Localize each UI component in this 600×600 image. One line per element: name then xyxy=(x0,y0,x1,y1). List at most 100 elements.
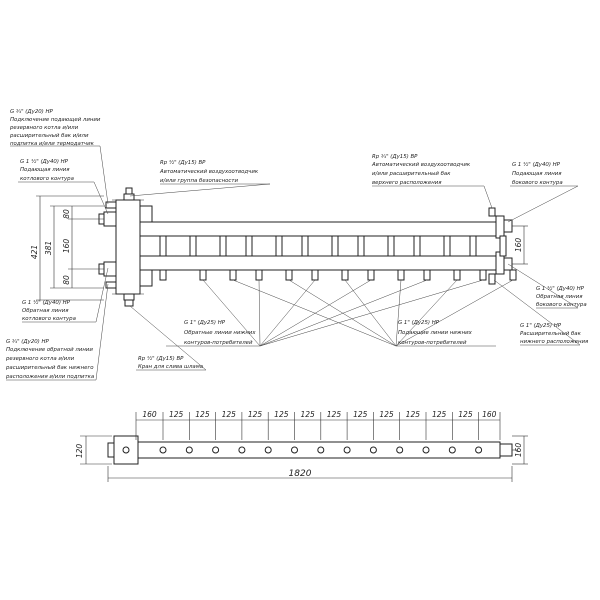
svg-text:верхнего расположения: верхнего расположения xyxy=(372,180,442,186)
connector-bottom-return-4 xyxy=(397,269,405,281)
svg-text:подпитка и/или термодатчик: подпитка и/или термодатчик xyxy=(10,141,95,147)
dim-plan-pitch: 125 xyxy=(406,410,421,419)
callout-return-boiler: G 1 ½" (Ду40) НР Обратная линия котловог… xyxy=(22,299,76,322)
consumer-connectors xyxy=(159,235,517,281)
front-dimensions: 421 381 80 160 80 160 xyxy=(30,195,528,301)
dim-plan-pitch: 125 xyxy=(169,410,184,419)
body-air-vent xyxy=(125,187,133,195)
svg-text:Подающие линии нижних: Подающие линии нижних xyxy=(398,330,473,336)
dim-plan-pitch: 125 xyxy=(248,410,263,419)
dim-plan-pitch: 125 xyxy=(327,410,342,419)
dim-plan-first: 160 xyxy=(142,410,157,419)
dim-plan-pitch: 125 xyxy=(379,410,394,419)
plan-hole-7 xyxy=(317,446,325,454)
connector-return-4 xyxy=(387,235,395,257)
svg-text:расширительный бак и/или: расширительный бак и/или xyxy=(9,133,89,139)
dim-plan-pitch: 125 xyxy=(274,410,289,419)
callout-supply-boiler: G 1 ½" (Ду40) НР Подающая линия котловог… xyxy=(20,158,74,182)
svg-text:нижнего расположения: нижнего расположения xyxy=(520,339,589,345)
plan-hole-2 xyxy=(185,446,193,454)
callout-return-right: G 1 ½" (Ду40) НР Обратная линия бокового… xyxy=(536,285,587,308)
plan-hole-13 xyxy=(475,446,483,454)
dim-plan-width: 120 xyxy=(75,444,84,459)
callout-supply-consumers: G 1" (Ду25) НР Подающие линии нижних кон… xyxy=(398,320,473,346)
return-header xyxy=(139,255,501,271)
dim-plan-total: 1820 xyxy=(289,469,312,479)
connector-bottom-supply-5 xyxy=(423,269,431,281)
svg-text:Кран для слива шлама: Кран для слива шлама xyxy=(138,364,203,370)
connector-bottom-return-3 xyxy=(341,269,349,281)
svg-text:G 1" (Ду25) НР: G 1" (Ду25) НР xyxy=(520,323,562,329)
svg-text:Обратная линия: Обратная линия xyxy=(536,294,583,300)
connector-bottom-return-6 xyxy=(509,269,517,281)
connector-supply-3 xyxy=(301,235,309,257)
plan-hole-4 xyxy=(238,446,246,454)
svg-text:Подающая линия: Подающая линия xyxy=(20,167,70,173)
connector-supply-1 xyxy=(189,235,197,257)
dim-gap-top: 80 xyxy=(62,209,71,219)
dim-plan-right-gap: 160 xyxy=(514,443,523,458)
svg-text:Rp ½" (Ду15) ВР: Rp ½" (Ду15) ВР xyxy=(160,159,206,166)
connector-return-6 xyxy=(499,235,507,257)
callout-expansion-bottom: G 1" (Ду25) НР Расширительный бак нижнег… xyxy=(520,323,589,345)
svg-text:и/или расширительный бак: и/или расширительный бак xyxy=(372,171,451,177)
plan-hole-1 xyxy=(159,446,167,454)
svg-text:G 1" (Ду25) НР: G 1" (Ду25) НР xyxy=(398,320,440,326)
plan-hole-10 xyxy=(396,446,404,454)
plan-hole-9 xyxy=(369,446,377,454)
connector-bottom-supply-6 xyxy=(479,269,487,281)
plan-hole-3 xyxy=(212,446,220,454)
leader-lines xyxy=(6,145,581,381)
top-air-vent-nozzle xyxy=(488,207,496,217)
plan-body-hole xyxy=(122,446,130,454)
separator-top-cap xyxy=(123,193,135,201)
svg-text:Подключение обратной линии: Подключение обратной линии xyxy=(6,347,93,353)
svg-text:Автоматический воздухоотводчик: Автоматический воздухоотводчик xyxy=(371,162,471,168)
connector-supply-5 xyxy=(413,235,421,257)
connector-bottom-return-2 xyxy=(285,269,293,281)
callout-supply-right: G 1 ½" (Ду40) НР Подающая линия бокового… xyxy=(512,161,563,186)
svg-text:расширительный бак нижнего: расширительный бак нижнего xyxy=(5,365,94,371)
callout-drain: Rp ½" (Ду15) ВР Кран для слива шлама xyxy=(138,355,203,370)
plan-left-nozzle xyxy=(107,442,115,458)
dim-plan-pitch: 125 xyxy=(222,410,237,419)
dim-plan-last: 160 xyxy=(482,410,497,419)
svg-text:Обратные линии нижних: Обратные линии нижних xyxy=(184,330,256,336)
dim-gap-bottom: 80 xyxy=(62,275,71,285)
plan-hole-6 xyxy=(291,446,298,454)
svg-text:Автоматический воздухоотводчик: Автоматический воздухоотводчик xyxy=(159,169,259,175)
reserve-supply-nozzle xyxy=(105,201,117,209)
connector-bottom-supply-3 xyxy=(311,269,319,281)
svg-text:G ¾" (Ду20) НР: G ¾" (Ду20) НР xyxy=(6,339,50,345)
svg-text:и/или группа безопасности: и/или группа безопасности xyxy=(160,178,239,184)
svg-text:контуров-потребителей: контуров-потребителей xyxy=(184,340,253,346)
connector-return-3 xyxy=(331,235,339,257)
drain-nozzle xyxy=(124,299,134,307)
supply-header xyxy=(139,221,501,237)
connector-bottom-return-1 xyxy=(229,269,237,281)
callout-return-consumers: G 1" (Ду25) НР Обратные линии нижних кон… xyxy=(184,320,256,346)
svg-text:G 1" (Ду25) НР: G 1" (Ду25) НР xyxy=(184,320,226,326)
front-view xyxy=(98,187,517,307)
svg-text:Подающая линия: Подающая линия xyxy=(512,171,562,177)
callout-air-vent-top: Rp ¾" (Ду15) ВР Автоматический воздухоот… xyxy=(371,154,471,186)
dim-height-inner: 381 xyxy=(44,241,53,255)
svg-text:бокового контура: бокового контура xyxy=(536,302,587,308)
svg-text:резервного котла и/или: резервного котла и/или xyxy=(5,356,75,362)
svg-text:G 1 ½" (Ду40) НР: G 1 ½" (Ду40) НР xyxy=(20,158,69,165)
dim-right-gap: 160 xyxy=(514,238,523,253)
svg-text:Расширительный бак: Расширительный бак xyxy=(520,331,582,337)
plan-hole-11 xyxy=(422,446,430,454)
plan-right-nozzle xyxy=(499,443,513,457)
svg-text:G 1 ½" (Ду40) НР: G 1 ½" (Ду40) НР xyxy=(536,285,585,292)
dim-plan-pitch: 125 xyxy=(432,410,447,419)
dim-plan-pitch: 125 xyxy=(458,410,473,419)
connector-bottom-return-5 xyxy=(453,269,461,281)
connector-return-5 xyxy=(443,235,451,257)
reserve-return-nozzle xyxy=(105,281,117,289)
bottom-expansion-nozzle xyxy=(488,273,496,285)
plan-view xyxy=(107,435,518,465)
svg-text:G ¾" (Ду20) НР: G ¾" (Ду20) НР xyxy=(10,109,54,115)
